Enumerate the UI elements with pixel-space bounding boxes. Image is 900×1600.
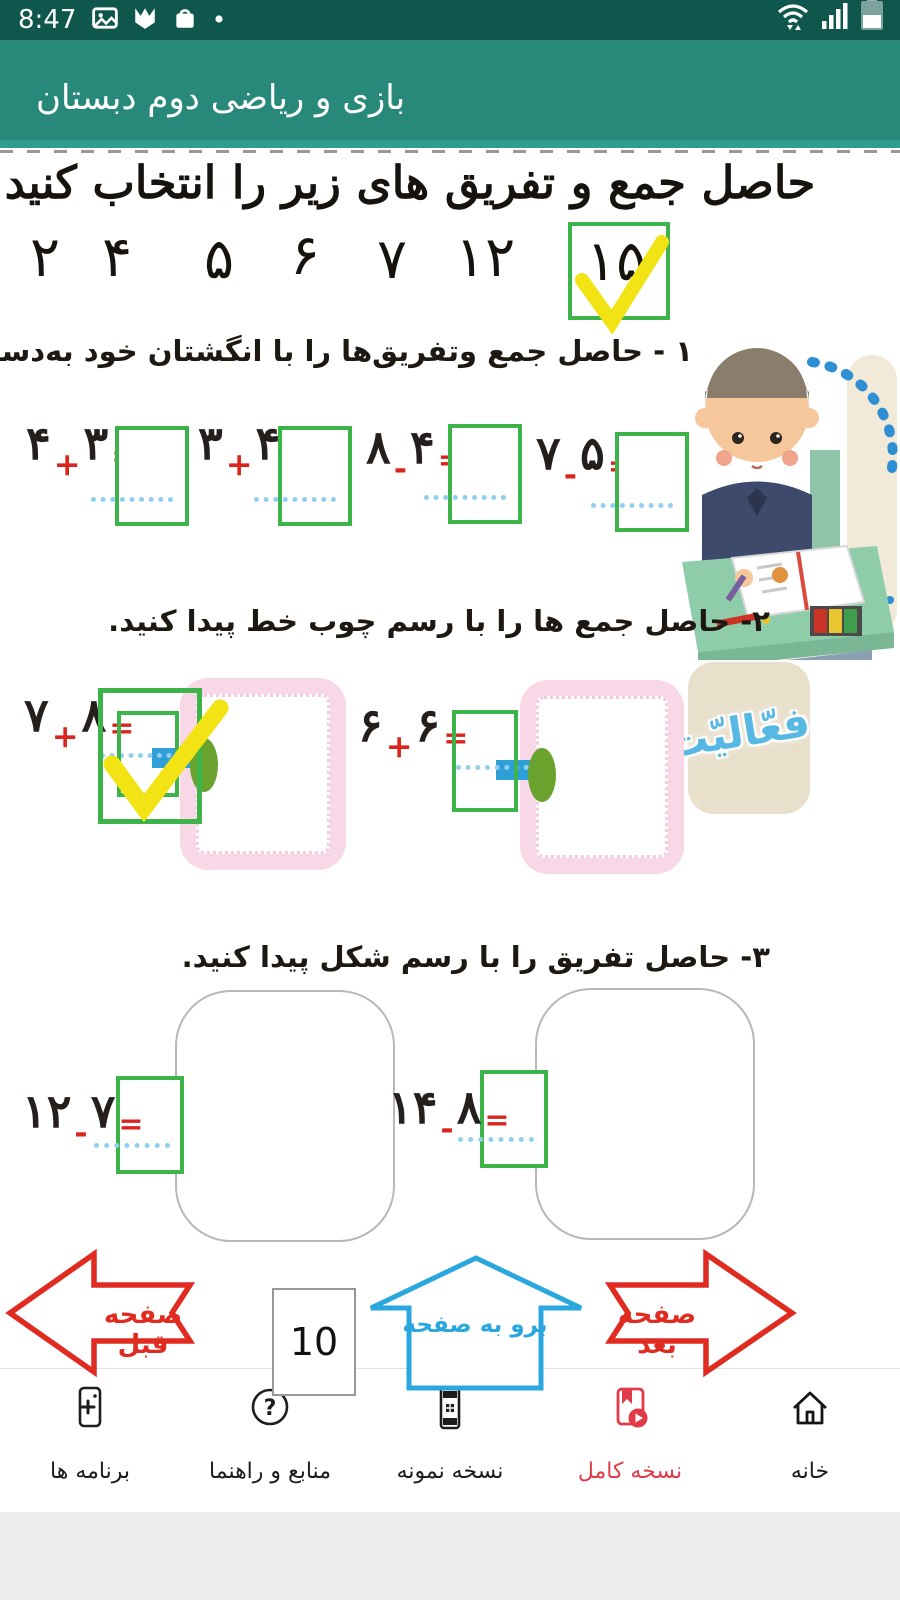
shield-m-icon xyxy=(132,5,158,35)
nav-label-resources-help: منابع و راهنما xyxy=(209,1459,331,1484)
nav-item-home[interactable]: خانه xyxy=(720,1369,900,1513)
choice-4[interactable]: ۴ xyxy=(102,225,133,290)
clock: 8:47 xyxy=(18,5,77,35)
section-2-title: ۲- حاصل جمع ها را با رسم چوب خط پیدا کنی… xyxy=(108,604,770,638)
nav-item-full-version[interactable]: نسخه کامل xyxy=(540,1369,720,1513)
nav-item-programs[interactable]: برنامه ها xyxy=(0,1369,180,1513)
prev-page-label[interactable]: صفحه قبل xyxy=(103,1300,183,1360)
answer-box-2[interactable] xyxy=(254,426,352,526)
answer-box-6plus6[interactable] xyxy=(452,710,518,812)
battery-icon xyxy=(860,0,884,35)
nav-label-programs: برنامه ها xyxy=(50,1459,130,1484)
bookmark-play-icon xyxy=(607,1385,653,1435)
worksheet-instruction: حاصل جمع و تفریق های زیر را انتخاب کنید xyxy=(4,156,816,209)
tally-knob-2 xyxy=(528,748,556,802)
goto-page-label[interactable]: برو به صفحه xyxy=(402,1312,548,1338)
bag-icon xyxy=(172,5,198,35)
signal-icon xyxy=(821,0,851,35)
bottom-nav: برنامه ها ? منابع و راهنما نسخه نمونه نس… xyxy=(0,1368,900,1513)
check-mark-icon-2 xyxy=(103,699,229,823)
prev-page-arrow[interactable] xyxy=(4,1248,196,1384)
goto-page-arrow[interactable] xyxy=(365,1254,587,1392)
check-mark-icon xyxy=(575,235,669,335)
answer-box-14minus8[interactable] xyxy=(458,1070,548,1168)
nav-item-resources-help[interactable]: ? منابع و راهنما xyxy=(180,1369,360,1513)
equation-7plus8: ۷ + ۸ = xyxy=(24,688,134,755)
nav-item-sample-version[interactable]: نسخه نمونه xyxy=(360,1369,540,1513)
section-1-title: ۱ - حاصل جمع وتفریق‌ها را با انگشتان خود… xyxy=(0,334,693,368)
choice-2[interactable]: ۲ xyxy=(30,225,61,290)
app-bar xyxy=(0,40,900,140)
child-at-desk-illustration xyxy=(662,300,900,696)
choice-12[interactable]: ۱۲ xyxy=(455,225,516,290)
activity-badge: فعّالیّت xyxy=(662,662,814,814)
choice-6[interactable]: ۶ xyxy=(290,223,321,288)
nav-label-home: خانه xyxy=(790,1459,830,1484)
choice-7[interactable]: ۷ xyxy=(377,227,408,292)
phone-sparkle-icon xyxy=(67,1385,113,1435)
page-number-value: 10 xyxy=(289,1320,339,1364)
equation-12minus7: ۱۲ - ۷ = xyxy=(22,1084,144,1151)
home-icon xyxy=(787,1385,833,1435)
dotted-line-1 xyxy=(100,753,200,758)
android-navigation-bar xyxy=(0,1512,900,1600)
help-icon: ? xyxy=(247,1385,293,1435)
nav-label-sample-version: نسخه نمونه xyxy=(396,1459,504,1484)
page-number-input[interactable]: 10 xyxy=(272,1288,356,1396)
phone-sample-icon xyxy=(427,1385,473,1435)
svg-text:?: ? xyxy=(264,1396,277,1421)
page-edge-dots xyxy=(0,150,900,153)
status-bar: 8:47 xyxy=(0,0,900,40)
answer-box-1[interactable] xyxy=(91,426,189,526)
section-3-title: ۳- حاصل تفریق را با رسم شکل پیدا کنید. xyxy=(181,940,770,974)
nav-label-full-version: نسخه کامل xyxy=(577,1459,683,1484)
next-page-label[interactable]: صفحه بعد xyxy=(617,1300,697,1360)
answer-box-3[interactable] xyxy=(424,424,522,524)
wifi-icon xyxy=(774,0,812,35)
answer-box-4[interactable] xyxy=(591,432,689,532)
choice-15-selected[interactable]: ۱۵ xyxy=(568,222,670,335)
equation-14minus8: ۱۴ - ۸ = xyxy=(388,1080,510,1147)
answer-box-12minus7[interactable] xyxy=(94,1076,184,1174)
drawing-area-2[interactable] xyxy=(535,988,755,1240)
next-page-arrow[interactable] xyxy=(602,1248,798,1384)
app-title: بازی و ریاضی دوم دبستان xyxy=(36,78,406,118)
drawing-area-1[interactable] xyxy=(175,990,395,1242)
notification-dot xyxy=(212,5,226,35)
dotted-line-2 xyxy=(456,765,548,770)
image-icon xyxy=(92,5,118,35)
choice-5[interactable]: ۵ xyxy=(204,227,235,292)
activity-badge-label: فعّالیّت xyxy=(662,696,814,768)
app-bar-edge xyxy=(0,140,900,148)
equation-6plus6: ۶ + ۶ = xyxy=(358,698,468,765)
